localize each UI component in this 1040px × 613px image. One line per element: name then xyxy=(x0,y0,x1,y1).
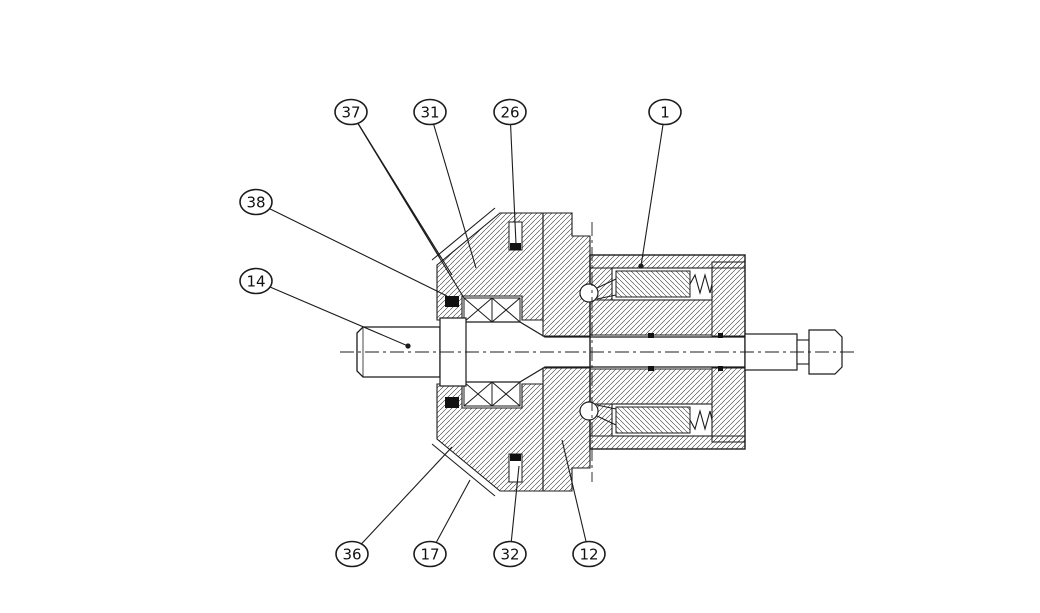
leader-line xyxy=(561,439,590,555)
callout-label: 12 xyxy=(579,546,598,564)
callout-balloon xyxy=(413,540,447,568)
piston-bottom xyxy=(615,406,691,434)
callout-balloon xyxy=(493,540,527,568)
callout-balloon xyxy=(413,98,447,126)
cover-plate-line xyxy=(431,443,496,497)
callout-balloon xyxy=(334,98,368,126)
leader-line xyxy=(255,201,448,297)
front-bearing xyxy=(463,297,521,407)
callout-label: 1 xyxy=(660,104,670,122)
leader-line xyxy=(255,280,409,347)
callout-layer: 37 31 26 1 38 14 36 17 32 12 xyxy=(239,98,682,568)
valve-block-upper xyxy=(542,212,591,337)
callout-balloon xyxy=(239,267,273,295)
piston-neck-line xyxy=(596,415,617,426)
leader-line xyxy=(640,111,666,267)
callout-balloon xyxy=(572,540,606,568)
housing-end-cap-bottom xyxy=(711,367,746,443)
shaft-orings xyxy=(648,333,723,371)
callout-balloon xyxy=(648,98,682,126)
valve-block-lower xyxy=(542,367,591,492)
pin-bottom-cap xyxy=(510,454,521,461)
leader-dot xyxy=(405,343,411,349)
motor-housing xyxy=(589,254,746,450)
callout-balloon xyxy=(239,188,273,216)
leader-dot xyxy=(638,263,644,269)
valve-block xyxy=(542,212,591,492)
piston-top xyxy=(615,270,691,298)
callout-label: 32 xyxy=(500,546,519,564)
leader-line xyxy=(429,111,477,269)
callout-label: 36 xyxy=(342,546,361,564)
seal-top xyxy=(445,296,459,307)
leader-line xyxy=(351,446,453,555)
callout-balloon xyxy=(493,98,527,126)
spring-top xyxy=(689,272,713,296)
leader-line xyxy=(509,111,517,245)
leader-line xyxy=(509,465,520,555)
pin-top-cap xyxy=(510,243,521,250)
callout-balloon xyxy=(335,540,369,568)
shaft-mid-section xyxy=(466,321,745,383)
callout-label: 38 xyxy=(246,194,265,212)
housing-web-top xyxy=(589,299,713,336)
piston-ball-joint-bottom xyxy=(579,401,599,421)
leader-line xyxy=(429,479,471,555)
housing-end-cap-top xyxy=(711,261,746,337)
piston-neck-line xyxy=(596,278,617,289)
piston-ball-joint-top xyxy=(579,283,599,303)
shaft-seals xyxy=(445,296,459,408)
callout-label: 31 xyxy=(420,104,439,122)
leader-line xyxy=(350,111,465,299)
centerlines xyxy=(340,222,858,482)
callout-label: 17 xyxy=(420,546,439,564)
seal-bottom xyxy=(445,397,459,408)
callout-label: 26 xyxy=(500,104,519,122)
callout-label: 37 xyxy=(341,104,360,122)
cylinder-group xyxy=(579,267,713,437)
callout-label: 14 xyxy=(246,273,265,291)
housing-web-bottom xyxy=(589,368,713,405)
cover-plate-line xyxy=(431,207,496,261)
piston-neck-line xyxy=(596,404,617,410)
piston-neck-line xyxy=(596,294,617,300)
spring-bottom xyxy=(689,408,713,432)
